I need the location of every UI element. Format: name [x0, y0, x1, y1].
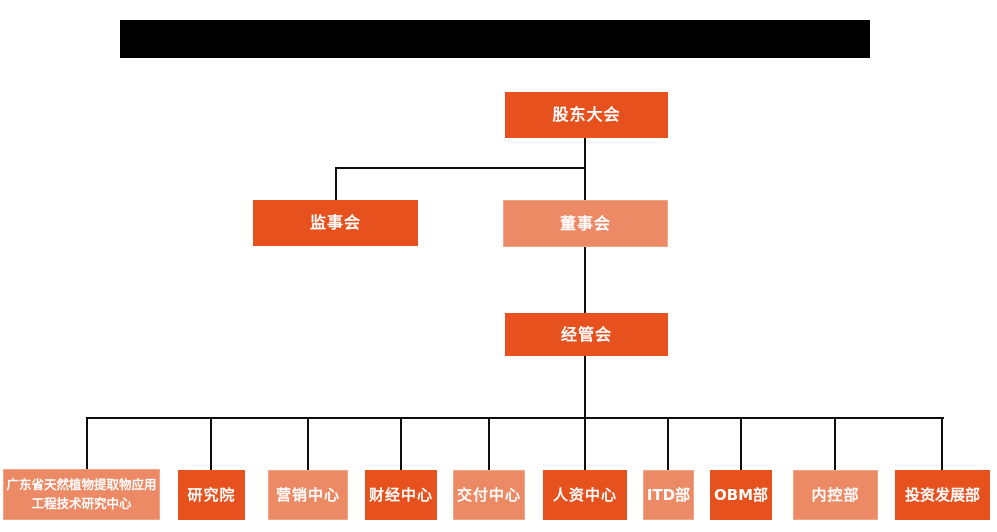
org-node-internal-control-department: 内控部 — [793, 470, 878, 520]
org-node-label: 投资发展部 — [904, 486, 980, 504]
connector-line — [335, 167, 586, 169]
connector-line — [584, 138, 586, 200]
org-node-label: 财经中心 — [368, 486, 433, 504]
org-node-research-institute: 研究院 — [178, 470, 245, 520]
org-node-research-center: 广东省天然植物提取物应用工程技术研究中心 — [3, 469, 160, 520]
org-node-label: 内控部 — [811, 486, 860, 504]
connector-line — [667, 417, 669, 470]
org-node-label: 董事会 — [559, 213, 611, 233]
org-node-itd-department: ITD部 — [643, 470, 694, 520]
connector-line — [584, 356, 586, 418]
connector-line — [86, 417, 944, 419]
org-node-label: 人资中心 — [552, 486, 617, 504]
org-node-finance-center: 财经中心 — [365, 470, 437, 520]
org-node-board-of-directors: 董事会 — [503, 200, 668, 247]
org-node-label: 交付中心 — [456, 486, 521, 504]
connector-line — [400, 417, 402, 470]
org-node-marketing-center: 营销中心 — [268, 470, 348, 520]
org-node-label: 营销中心 — [275, 486, 340, 504]
connector-line — [86, 417, 88, 470]
org-node-investment-development-department: 投资发展部 — [895, 470, 990, 520]
org-node-board-of-supervisors: 监事会 — [253, 200, 418, 246]
connector-line — [584, 417, 586, 470]
org-node-obm-department: OBM部 — [710, 470, 772, 520]
connector-line — [834, 417, 836, 470]
connector-line — [584, 247, 586, 313]
redacted-title-bar — [120, 20, 870, 58]
connector-line — [488, 417, 490, 470]
org-node-label: OBM部 — [713, 486, 769, 504]
connector-line — [307, 417, 309, 470]
org-node-label: ITD部 — [646, 486, 691, 504]
org-node-label: 广东省天然植物提取物应用工程技术研究中心 — [6, 477, 157, 511]
org-node-shareholders-meeting: 股东大会 — [505, 92, 668, 138]
org-node-label: 监事会 — [309, 213, 361, 233]
connector-line — [740, 417, 742, 470]
connector-line — [941, 417, 943, 470]
connector-line — [335, 167, 337, 200]
org-node-label: 经管会 — [560, 324, 612, 344]
org-node-label: 研究院 — [187, 486, 236, 504]
org-node-hr-center: 人资中心 — [543, 470, 627, 520]
org-node-label: 股东大会 — [552, 105, 621, 125]
org-node-delivery-center: 交付中心 — [453, 470, 525, 520]
org-node-management-committee: 经管会 — [505, 313, 668, 356]
connector-line — [210, 417, 212, 470]
